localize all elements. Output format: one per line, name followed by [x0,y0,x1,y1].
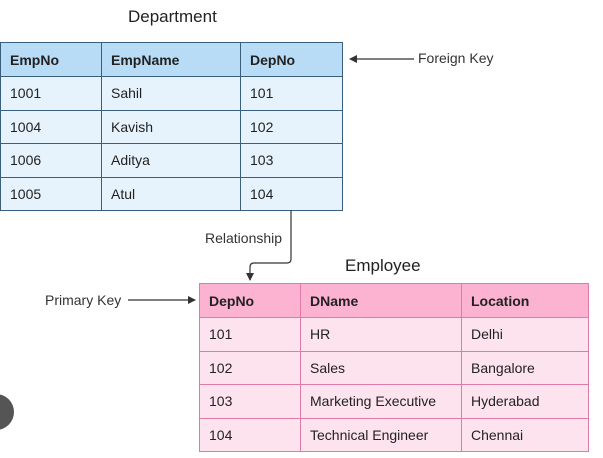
employee-cell: Bangalore [461,350,589,385]
employee-column-header: DepNo [199,283,301,318]
department-table: EmpNo EmpName DepNo 1001 Sahil 101 1004 … [0,42,343,211]
department-cell: 1004 [0,109,102,144]
department-cell: 101 [240,76,343,111]
department-cell: 1001 [0,76,102,111]
employee-cell: 103 [199,384,301,419]
employee-cell: Hyderabad [461,384,589,419]
employee-table-title: Employee [345,256,421,275]
department-cell: 1006 [0,143,102,178]
department-table-row: 1006 Aditya 103 [0,143,343,178]
relationship-label: Relationship [205,230,283,246]
employee-cell: HR [300,317,462,352]
employee-cell: 104 [199,417,301,452]
department-cell: 104 [240,176,343,211]
employee-cell: Chennai [461,417,589,452]
department-cell: Kavish [101,109,241,144]
employee-cell: Sales [300,350,462,385]
department-cell: Aditya [101,143,241,178]
employee-cell: Marketing Executive [300,384,462,419]
department-column-header: DepNo [240,42,343,77]
employee-column-header: DName [300,283,462,318]
department-table-row: 1004 Kavish 102 [0,109,343,144]
foreign-key-label: Foreign Key [418,50,494,66]
employee-cell: 102 [199,350,301,385]
floating-action-circle[interactable] [0,394,14,430]
department-header-row: EmpNo EmpName DepNo [0,42,343,77]
department-cell: 1005 [0,176,102,211]
employee-table-row: 102 Sales Bangalore [199,350,589,385]
department-cell: Sahil [101,76,241,111]
employee-cell: 101 [199,317,301,352]
department-cell: 103 [240,143,343,178]
department-column-header: EmpNo [0,42,102,77]
primary-key-label: Primary Key [45,292,122,308]
employee-table: DepNo DName Location 101 HR Delhi 102 Sa… [199,283,589,452]
employee-table-row: 103 Marketing Executive Hyderabad [199,384,589,419]
department-column-header: EmpName [101,42,241,77]
department-cell: 102 [240,109,343,144]
employee-cell: Technical Engineer [300,417,462,452]
employee-table-row: 104 Technical Engineer Chennai [199,417,589,452]
department-table-row: 1005 Atul 104 [0,176,343,211]
employee-column-header: Location [461,283,589,318]
employee-cell: Delhi [461,317,589,352]
employee-table-row: 101 HR Delhi [199,317,589,352]
employee-header-row: DepNo DName Location [199,283,589,318]
department-cell: Atul [101,176,241,211]
department-table-title: Department [128,7,217,26]
department-table-row: 1001 Sahil 101 [0,76,343,111]
